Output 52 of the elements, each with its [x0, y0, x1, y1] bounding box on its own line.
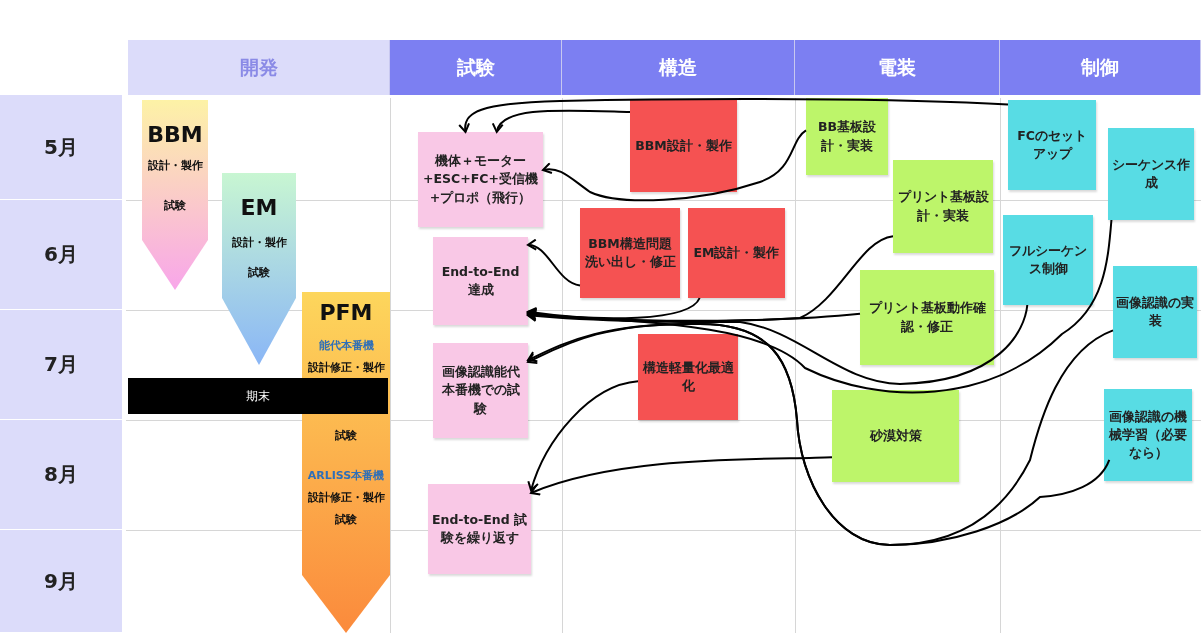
sticky-note: End-to-End 達成 — [433, 237, 528, 325]
arrow — [458, 98, 1009, 133]
column-header: 電装 — [795, 40, 1000, 95]
month-label: 6月 — [0, 200, 122, 310]
arrow — [527, 239, 581, 287]
phase-task: 試験 — [247, 265, 271, 280]
sticky-note: EM設計・製作 — [688, 208, 785, 298]
sticky-note: 機体＋モーター +ESC+FC+受信機 +プロポ（飛行） — [418, 132, 543, 227]
arrow — [527, 297, 701, 320]
sticky-note: 画像認識能代本番機での試験 — [433, 343, 528, 438]
month-label: 5月 — [0, 95, 122, 200]
phase-task: 設計・製作 — [230, 235, 288, 250]
phase-task: 試験 — [163, 198, 187, 213]
column-header: 制御 — [1000, 40, 1201, 95]
month-label: 8月 — [0, 420, 122, 530]
arrow — [527, 219, 1113, 394]
phase-task: ARLISS本番機 — [306, 468, 386, 483]
phase-name: BBM — [146, 122, 204, 147]
arrow — [527, 308, 861, 322]
sticky-note: BBM設計・製作 — [630, 100, 737, 192]
sticky-note: プリント基板動作確認・修正 — [860, 270, 994, 365]
phase-name: PFM — [318, 300, 374, 325]
sticky-note: 画像認識の実装 — [1113, 266, 1197, 358]
phase-task: 能代本番機 — [317, 338, 375, 353]
sticky-note: 画像認識の機械学習（必要なら） — [1104, 389, 1192, 481]
column-header: 試験 — [390, 40, 562, 95]
term-band: 期末 — [128, 378, 388, 414]
sticky-note: BB基板設計・実装 — [806, 98, 888, 175]
arrow — [527, 235, 894, 323]
sticky-note: BBM構造問題洗い出し・修正 — [580, 208, 680, 298]
sticky-note: End-to-End 試験を繰り返す — [428, 484, 531, 574]
sticky-note: フルシーケンス制御 — [1003, 215, 1093, 305]
sticky-note: FCのセットアップ — [1008, 100, 1096, 190]
sticky-note: 砂漠対策 — [832, 390, 959, 482]
arrow — [527, 380, 639, 492]
sticky-note: 構造軽量化最適化 — [638, 334, 738, 420]
month-label: 7月 — [0, 310, 122, 420]
arrow — [493, 109, 631, 133]
arrow — [542, 129, 807, 202]
phase-task: 設計修正・製作 — [306, 490, 386, 505]
phase-task: 設計・製作 — [146, 158, 204, 173]
arrow — [527, 304, 1029, 385]
phase-name: EM — [239, 195, 279, 220]
phase-task: 設計修正・製作 — [306, 360, 386, 375]
arrow — [530, 456, 833, 496]
sticky-note: プリント基板設計・実装 — [893, 160, 993, 253]
month-label: 9月 — [0, 530, 122, 633]
sticky-note: シーケンス作成 — [1108, 128, 1194, 220]
column-header: 構造 — [562, 40, 795, 95]
phase-task: 試験 — [334, 428, 358, 443]
column-header: 開発 — [128, 40, 390, 95]
phase-task: 試験 — [334, 512, 358, 527]
